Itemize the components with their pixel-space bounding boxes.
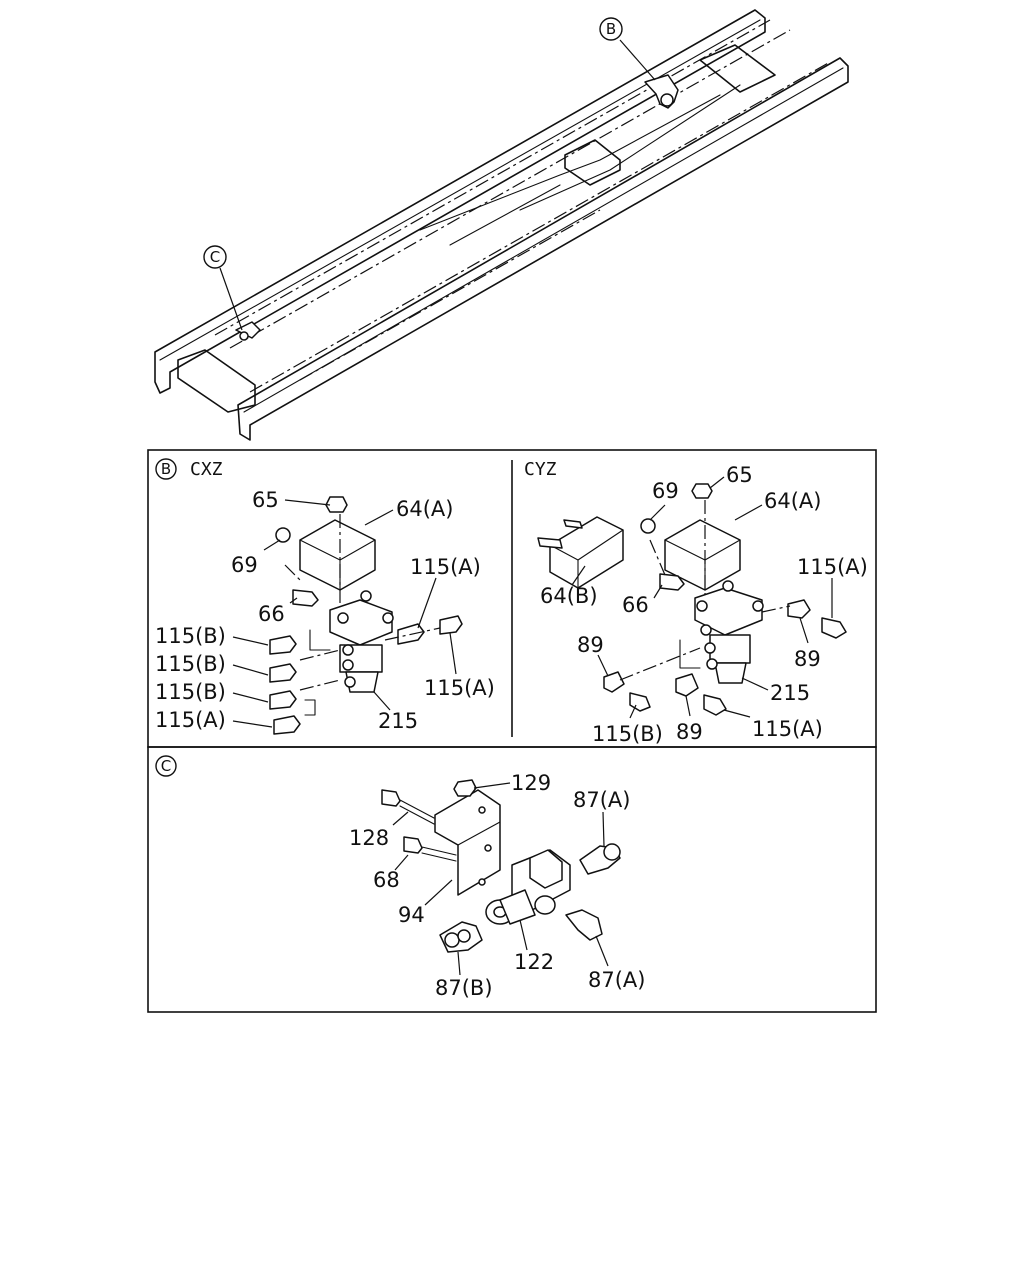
label-cxz-215: 215: [378, 709, 418, 733]
panel-c-callout-letter: C: [161, 757, 171, 775]
callout-c-letter: C: [210, 248, 220, 266]
label-cyz-69: 69: [652, 479, 679, 503]
label-cyz-115b: 115(B): [592, 722, 663, 746]
label-cyz-115a-bottom: 115(A): [752, 717, 823, 741]
label-c-87b: 87(B): [435, 976, 493, 1000]
callout-b-letter: B: [606, 20, 616, 38]
label-c-129: 129: [511, 771, 551, 795]
panel-b-callout: [155, 458, 177, 480]
label-cxz-115b-3: 115(B): [155, 680, 226, 704]
label-cxz-66: 66: [258, 602, 285, 626]
label-c-87a-bottom: 87(A): [588, 968, 645, 992]
label-cyz-65: 65: [726, 463, 753, 487]
panel-b-right-header: CYZ: [524, 459, 557, 480]
chassis-frame: B C: [154, 9, 849, 441]
label-cyz-64a: 64(A): [764, 489, 821, 513]
label-cxz-65: 65: [252, 488, 279, 512]
label-c-94: 94: [398, 903, 425, 927]
relay-valve-assembly: [381, 779, 621, 953]
label-cxz-64a: 64(A): [396, 497, 453, 521]
label-cyz-115a-top: 115(A): [797, 555, 868, 579]
panel-b-callout-letter: B: [161, 460, 171, 478]
label-c-122: 122: [514, 950, 554, 974]
label-cyz-64b: 64(B): [540, 584, 598, 608]
label-cyz-215: 215: [770, 681, 810, 705]
label-cxz-115a-right: 115(A): [424, 676, 495, 700]
label-cyz-66: 66: [622, 593, 649, 617]
label-cxz-69: 69: [231, 553, 258, 577]
cyz-assembly: [537, 483, 847, 716]
panel-c-callout: [155, 755, 177, 777]
callout-b-frame: [599, 17, 623, 41]
label-c-68: 68: [373, 868, 400, 892]
label-c-128: 128: [349, 826, 389, 850]
label-cyz-89-bottom: 89: [676, 720, 703, 744]
label-cyz-89-left: 89: [577, 633, 604, 657]
label-cxz-115b-2: 115(B): [155, 652, 226, 676]
panel-c-border: [147, 746, 877, 1013]
label-cyz-89-right: 89: [794, 647, 821, 671]
panel-c: C: [147, 746, 877, 1013]
label-cxz-115b-1: 115(B): [155, 624, 226, 648]
panel-b: B CXZ CYZ: [147, 449, 877, 748]
label-cxz-115a-bottom: 115(A): [155, 708, 226, 732]
callout-c-frame: [203, 245, 227, 269]
label-c-87a-top: 87(A): [573, 788, 630, 812]
panel-b-left-header: CXZ: [190, 459, 223, 480]
label-cxz-115a-top: 115(A): [410, 555, 481, 579]
